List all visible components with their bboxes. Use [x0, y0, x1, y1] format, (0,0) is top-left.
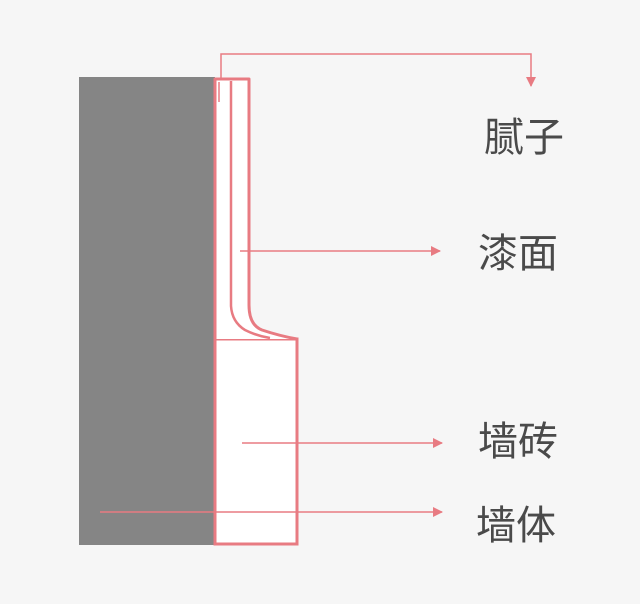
paint-label: 漆面: [478, 231, 558, 277]
paint-layer: [229, 81, 271, 340]
putty-label: 腻子: [484, 115, 564, 161]
wall-label: 墙体: [476, 503, 556, 549]
tile-label: 墙砖: [478, 419, 558, 465]
putty-leader-arrow: [220, 53, 536, 87]
tile-layer: [213, 337, 299, 546]
wall-body: [79, 77, 215, 545]
putty-layer: [213, 77, 298, 341]
